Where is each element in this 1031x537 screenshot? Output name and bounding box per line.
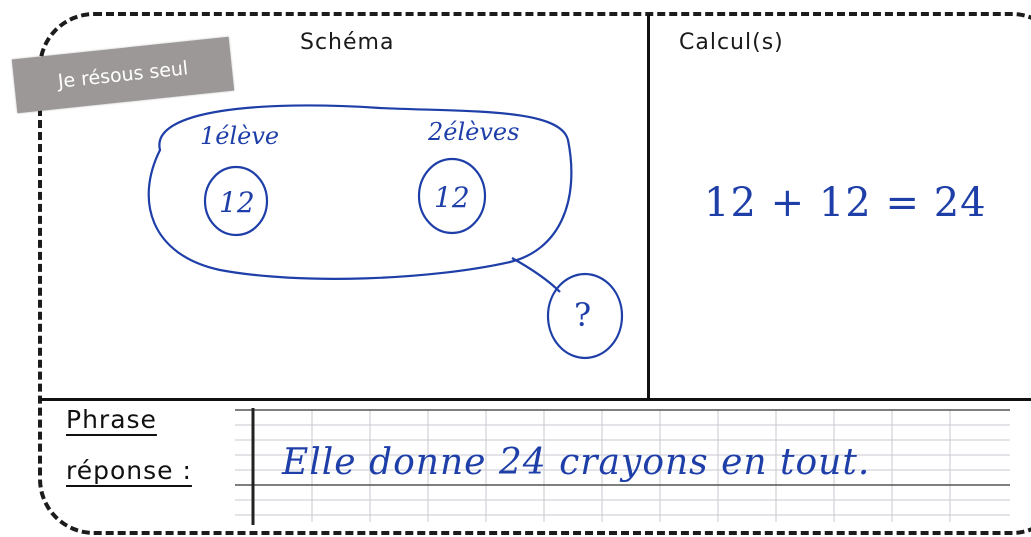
answer-label-reponse: réponse : xyxy=(66,456,192,485)
answer-label-phrase: Phrase xyxy=(66,405,157,434)
group1-label: 1élève xyxy=(200,122,280,150)
value-circle-left xyxy=(203,165,269,237)
unknown-circle xyxy=(546,272,624,360)
unknown-value: ? xyxy=(574,296,592,334)
group2-value: 12 xyxy=(434,181,470,214)
value-circle-right xyxy=(417,157,487,235)
ruled-lines xyxy=(235,410,1010,522)
group1-value: 12 xyxy=(219,186,255,219)
connector-line xyxy=(511,257,561,293)
answer-sentence: Elle donne 24 crayons en tout. xyxy=(282,442,871,483)
column-divider xyxy=(647,14,650,400)
group-ellipse xyxy=(147,104,573,280)
group2-label: 2élèves xyxy=(428,118,520,146)
calculation-expression: 12 + 12 = 24 xyxy=(704,180,987,226)
row-divider xyxy=(40,398,1031,401)
worksheet-frame xyxy=(38,12,1031,535)
ruled-main-lines xyxy=(235,409,1010,486)
schema-heading: Schéma xyxy=(300,30,395,55)
calcul-heading: Calcul(s) xyxy=(679,30,784,55)
